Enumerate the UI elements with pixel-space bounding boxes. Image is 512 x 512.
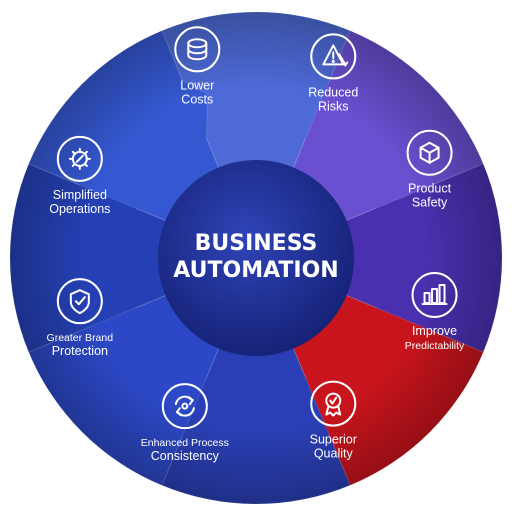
center-title-line1: BUSINESS — [195, 231, 318, 256]
segment-label-enhanced-process-consistency-2: Consistency — [151, 449, 220, 463]
segment-label-simplified-operations-2: Operations — [49, 202, 110, 216]
warning-triangle-icon — [310, 33, 357, 80]
package-box-icon — [406, 129, 453, 176]
bar-chart-icon — [411, 271, 458, 318]
segment-label-reduced-risks-2: Risks — [318, 99, 349, 113]
segment-label-improve-predictability-1: Improve — [412, 324, 457, 338]
center-title-line2: AUTOMATION — [173, 258, 338, 283]
segment-label-improve-predictability-2: Predictability — [405, 340, 465, 352]
segment-label-superior-quality-2: Quality — [314, 447, 354, 461]
segment-label-product-safety-1: Product — [408, 182, 452, 196]
segment-label-lower-costs-2: Costs — [181, 92, 213, 106]
segment-label-greater-brand-protection-2: Protection — [52, 344, 108, 358]
cycle-arrows-icon — [161, 383, 208, 430]
gear-wrench-icon — [56, 135, 103, 182]
center-hub: BUSINESS AUTOMATION — [158, 160, 354, 356]
segment-label-enhanced-process-consistency-1: Enhanced Process — [141, 437, 229, 449]
segment-label-simplified-operations-1: Simplified — [53, 188, 107, 202]
shield-check-icon — [56, 278, 103, 325]
segment-label-superior-quality-1: Superior — [310, 433, 357, 447]
segment-label-greater-brand-protection-1: Greater Brand — [47, 332, 114, 344]
segment-label-product-safety-2: Safety — [412, 196, 448, 210]
coins-stack-icon — [174, 26, 221, 73]
segment-label-reduced-risks-1: Reduced — [308, 85, 358, 99]
segment-label-lower-costs-1: Lower — [180, 78, 214, 92]
award-badge-icon — [310, 380, 357, 427]
center-circle — [158, 160, 354, 356]
